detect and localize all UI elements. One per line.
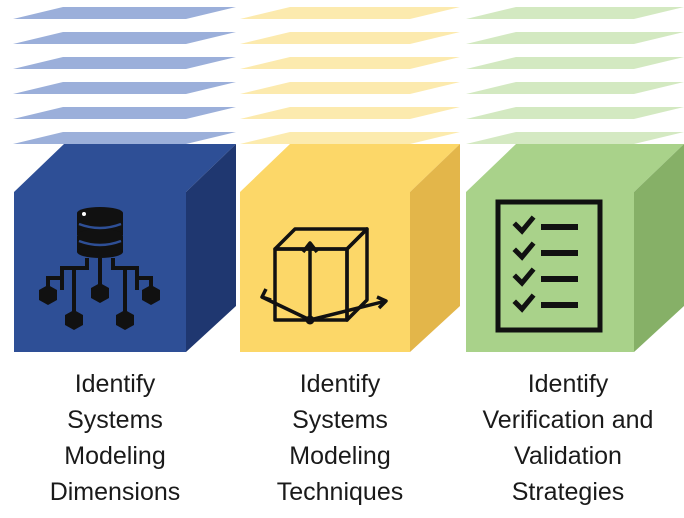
caption-line: Strategies	[511, 478, 625, 506]
block-3-top-face	[466, 144, 684, 192]
block-3-layer-3	[466, 57, 684, 69]
caption-line: Identify	[299, 370, 381, 398]
block-3-layer-5	[466, 107, 684, 119]
caption-line: Techniques	[276, 478, 404, 506]
block-1-layer-1	[13, 7, 236, 19]
caption-systems-modeling-dimensions: Identify Systems Modeling Dimensions	[0, 366, 230, 510]
block-2-layer-2	[240, 32, 460, 44]
block-2-side-face	[410, 144, 460, 352]
block-1-layer-6	[13, 132, 236, 144]
block-1-layer-2	[13, 32, 236, 44]
block-2-top-face	[240, 144, 460, 192]
checklist-icon	[495, 199, 603, 333]
block-2-layer-1	[240, 7, 460, 19]
block-2-layer-3	[240, 57, 460, 69]
block-1-layer-4	[13, 82, 236, 94]
block-3-layer-1	[466, 7, 684, 19]
block-1-layers	[13, 7, 236, 144]
caption-line: Modeling	[289, 442, 391, 470]
block-1-layer-5	[13, 107, 236, 119]
block-3-front-face	[466, 192, 634, 352]
caption-line: Validation	[514, 442, 622, 470]
caption-line: Identify	[74, 370, 156, 398]
caption-line: Modeling	[64, 442, 166, 470]
caption-line: Identify	[527, 370, 609, 398]
block-3-side-face	[634, 144, 684, 352]
block-2-front-face	[240, 192, 410, 352]
block-3-layers	[466, 7, 684, 144]
block-3-layer-6	[466, 132, 684, 144]
caption-line: Dimensions	[49, 478, 181, 506]
caption-line: Systems	[67, 406, 163, 434]
block-2-layer-6	[240, 132, 460, 144]
database-network-icon	[39, 207, 160, 330]
block-3-layer-4	[466, 82, 684, 94]
caption-line: Systems	[292, 406, 388, 434]
block-2-layers	[240, 7, 460, 144]
cube-origin-dot	[305, 315, 315, 325]
caption-systems-modeling-techniques: Identify Systems Modeling Techniques	[225, 366, 455, 510]
caption-line: Verification and	[482, 406, 654, 434]
block-1-side-face	[186, 144, 236, 352]
block-2-layer-5	[240, 107, 460, 119]
block-2-layer-4	[240, 82, 460, 94]
block-1-top-face	[14, 144, 236, 192]
block-3-layer-2	[466, 32, 684, 44]
block-1-layer-3	[13, 57, 236, 69]
caption-verification-validation-strategies: Identify Verification and Validation Str…	[452, 366, 684, 510]
